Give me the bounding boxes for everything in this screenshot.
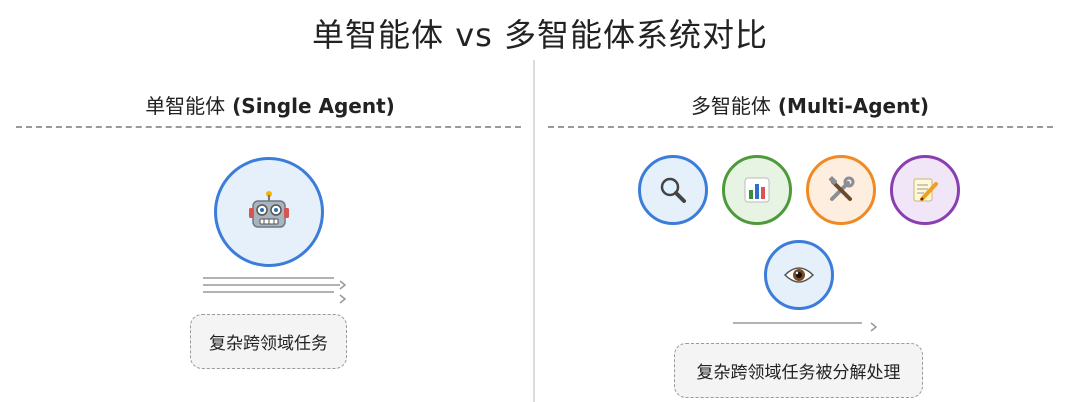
writing-icon [913,178,938,202]
multi-agent-heading-cn: 多智能体 [690,94,771,118]
single-agent-heading-en: (Single Agent) [232,94,395,118]
multi-agent-heading-en: (Multi-Agent) [777,94,930,118]
single-agent-heading: 单智能体 (Single Agent) [0,90,540,119]
eye-icon [783,267,815,283]
single-agent-node [214,157,324,267]
tools-agent-node [806,155,876,225]
bar-chart-icon [744,177,770,203]
robot-icon [249,191,289,228]
search-agent-node [638,155,708,225]
single-agent-heading-cn: 单智能体 [145,94,226,118]
tools-icon [828,176,855,201]
writing-agent-node [890,155,960,225]
magnifier-icon [660,177,686,203]
left-dashed-separator [16,126,521,128]
single-agent-task: 复杂跨领域任务 [190,314,347,369]
page-title: 单智能体 vs 多智能体系统对比 [312,16,768,54]
right-dashed-separator [548,126,1053,128]
analytics-agent-node [722,155,792,225]
center-divider [533,60,535,402]
monitor-agent-node [764,240,834,310]
multi-agent-task: 复杂跨领域任务被分解处理 [674,343,923,398]
multi-agent-heading: 多智能体 (Multi-Agent) [540,90,1080,119]
